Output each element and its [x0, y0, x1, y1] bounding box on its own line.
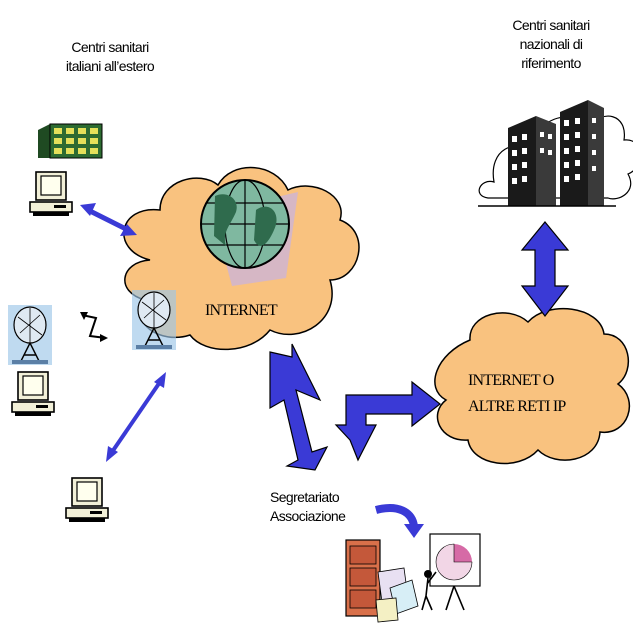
computer-icon: [65, 477, 109, 523]
computer-icon: [29, 171, 73, 217]
national-centers-label: Centri sanitari nazionali di riferimento: [488, 16, 614, 73]
abroad-centers-label: Centri sanitari italiani all’estero: [40, 38, 180, 76]
lightning-icon: [80, 312, 108, 342]
skyscrapers-icon: [478, 100, 633, 207]
ip-networks-cloud-label: INTERNET O ALTRE RETI IP: [468, 368, 566, 420]
national-centers-line-3: riferimento: [521, 55, 581, 71]
satellite-dish-icon: [7, 304, 53, 366]
abroad-centers-line-1: Centri sanitari: [71, 39, 149, 55]
national-centers-line-1: Centri sanitari: [512, 17, 590, 33]
ip-networks-line-1: INTERNET O: [468, 372, 554, 389]
filing-cabinet-icon: [345, 539, 419, 623]
arrow-internet-secretariat: [269, 343, 329, 471]
arrow-secretariat-ipnetworks: [334, 380, 441, 462]
ip-networks-cloud: [434, 308, 630, 465]
secretariat-line-1: Segretariato: [270, 489, 340, 505]
arrow-pc-internet: [80, 203, 137, 236]
arrow-pc-dish: [106, 372, 166, 462]
abroad-centers-line-2: italiani all’estero: [65, 58, 155, 74]
national-centers-line-2: nazionali di: [519, 36, 583, 52]
internet-cloud-label: INTERNET: [205, 298, 278, 324]
curved-arrow-icon: [374, 504, 424, 538]
satellite-dish-icon: [131, 289, 177, 351]
building-icon: [38, 123, 103, 159]
internet-cloud-text: INTERNET: [205, 302, 278, 319]
secretariat-line-2: Associazione: [270, 508, 346, 524]
presentation-board-icon: [421, 533, 481, 611]
arrow-national-ipnetworks: [520, 221, 570, 317]
secretariat-label: Segretariato Associazione: [270, 488, 380, 526]
globe-icon: [200, 179, 298, 286]
computer-icon: [11, 371, 55, 417]
ip-networks-line-2: ALTRE RETI IP: [468, 398, 566, 415]
